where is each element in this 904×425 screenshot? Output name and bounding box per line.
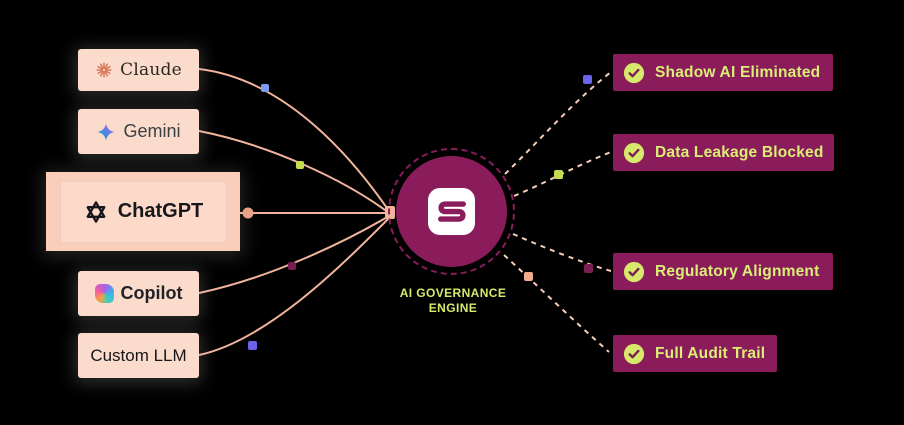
shadow-ai-connector (504, 71, 612, 175)
outcome-label: Regulatory Alignment (655, 262, 820, 280)
custom-llm-connector (198, 217, 390, 356)
engine-label-line1: AI GOVERNANCE (399, 286, 507, 300)
source-card-copilot: Copilot (78, 271, 199, 316)
gemini-line-marker (296, 161, 304, 169)
check-circle-icon (623, 142, 645, 164)
data-leakage-line-marker (554, 170, 563, 179)
copilot-line-marker (288, 262, 296, 270)
ai-governance-engine-node (396, 156, 507, 267)
check-circle-icon (623, 343, 645, 365)
source-card-custom-llm: Custom LLM (78, 333, 199, 378)
check-circle-icon (623, 261, 645, 283)
source-label-custom-llm: Custom LLM (90, 345, 187, 365)
source-card-gemini: Gemini (78, 109, 199, 154)
shadow-ai-line-marker (583, 75, 592, 84)
audit-trail-connector (503, 254, 610, 353)
outcome-label: Shadow AI Eliminated (655, 63, 821, 81)
source-label-copilot: Copilot (120, 283, 183, 303)
source-label-gemini: Gemini (123, 121, 181, 141)
outcome-label: Full Audit Trail (655, 344, 766, 362)
claude-connector (198, 68, 390, 212)
s-logo-icon (428, 188, 475, 235)
audit-trail-line-marker (524, 272, 533, 281)
source-label-chatgpt: ChatGPT (117, 200, 204, 222)
outcome-label: Data Leakage Blocked (655, 143, 824, 161)
outcome-pill-shadow-ai: Shadow AI Eliminated (613, 54, 833, 91)
source-card-chatgpt: ChatGPT (59, 180, 227, 243)
engine-label: AI GOVERNANCE ENGINE (372, 286, 534, 316)
engine-label-line2: ENGINE (428, 301, 478, 315)
claude-line-marker (261, 84, 269, 92)
outcome-pill-audit-trail: Full Audit Trail (613, 335, 777, 372)
regulatory-line-marker (584, 264, 593, 273)
regulatory-connector (512, 233, 612, 272)
outcome-pill-regulatory: Regulatory Alignment (613, 253, 833, 290)
claude-starburst-icon (95, 61, 113, 79)
source-label-claude: Claude (120, 60, 182, 80)
gemini-connector (198, 130, 390, 214)
chatgpt-line-marker (242, 207, 254, 219)
openai-logo-icon (83, 199, 109, 225)
chatgpt-highlight-band: ChatGPT (46, 172, 240, 251)
copilot-logo-icon (94, 284, 114, 303)
custom-llm-line-marker (248, 341, 257, 350)
source-card-claude: Claude (78, 49, 199, 91)
engine-dashed-ring (388, 148, 515, 275)
outcome-pill-data-leakage: Data Leakage Blocked (613, 134, 834, 171)
check-circle-icon (623, 62, 645, 84)
copilot-connector (198, 215, 390, 294)
gemini-star-icon (96, 122, 116, 142)
